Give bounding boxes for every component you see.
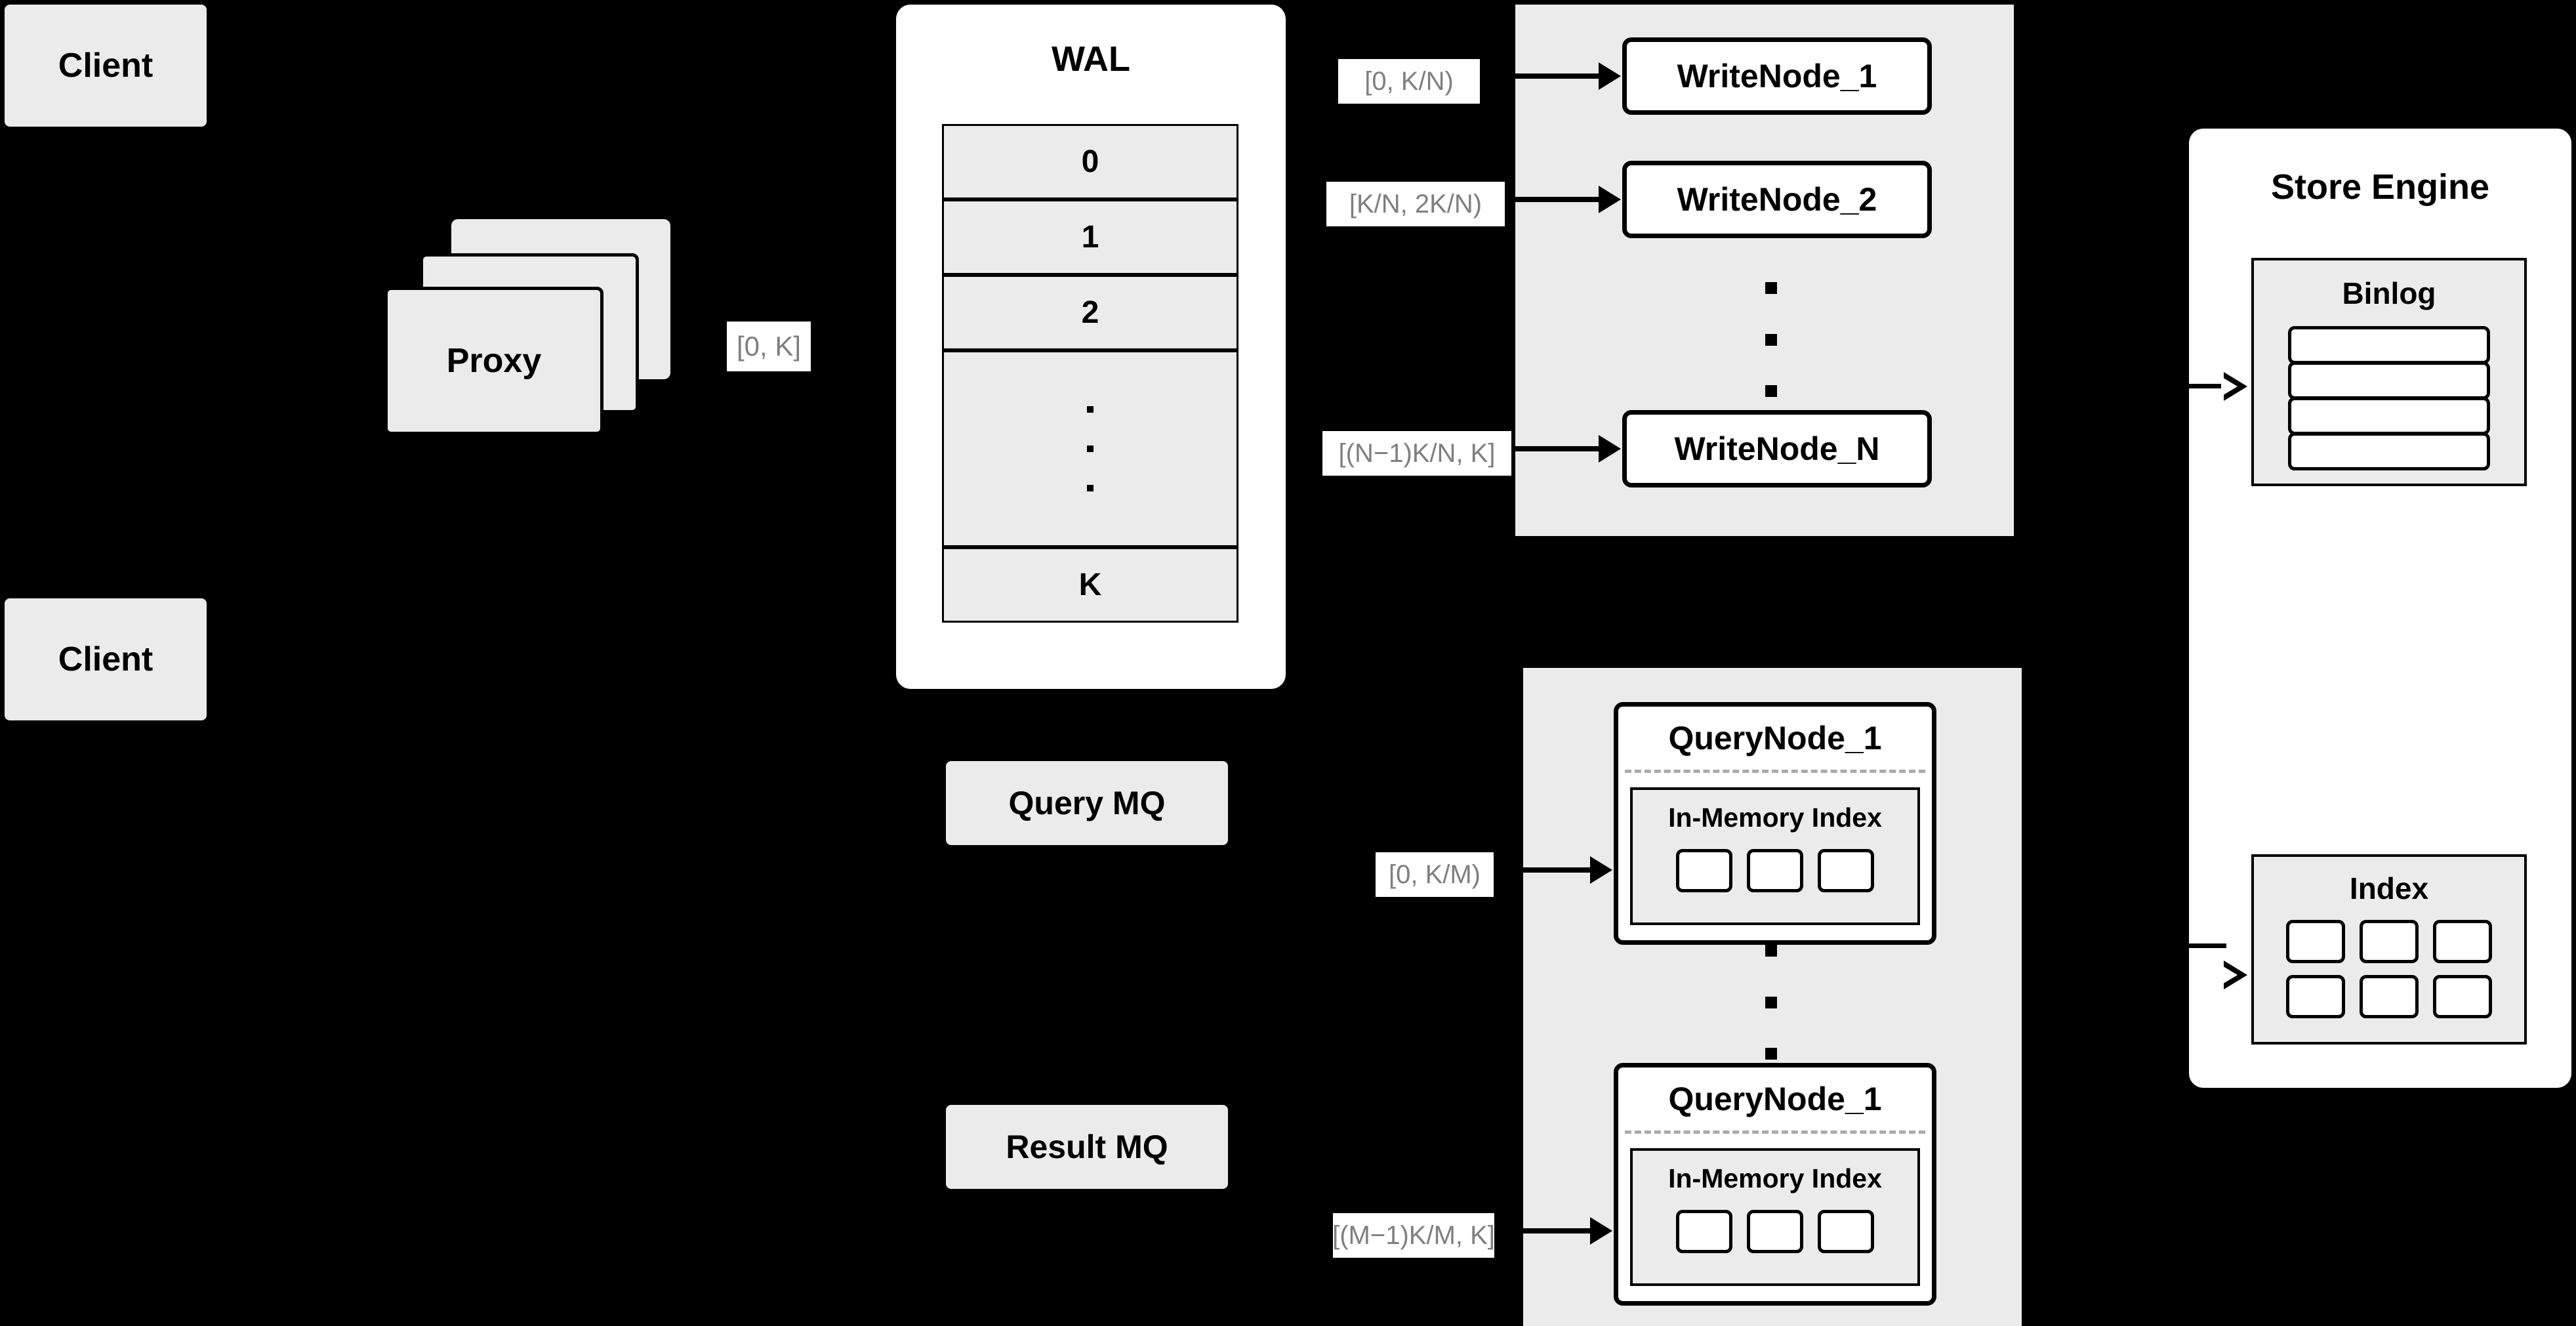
query-node-m-range-label: [(M−1)K/M, K]	[1332, 1213, 1495, 1258]
write-node-1-range-label: [0, K/N)	[1338, 59, 1480, 104]
write-node-n-arrow-head	[1599, 435, 1621, 463]
write-group-vertical-ellipsis	[1765, 282, 1778, 397]
in-memory-index-title: In-Memory Index	[1668, 802, 1882, 833]
proxy-box[interactable]: Proxy	[384, 287, 603, 435]
store-index-arrow-line	[2163, 943, 2226, 948]
result-mq-label: Result MQ	[1006, 1129, 1168, 1165]
query-mq-label: Query MQ	[1008, 785, 1166, 821]
query-node-1-arrow-head	[1590, 856, 1612, 884]
index-slot	[1747, 1210, 1803, 1253]
write-node-1-arrow-line	[1480, 73, 1599, 79]
store-index-slot	[2286, 975, 2345, 1018]
store-index-slot	[2360, 920, 2419, 963]
query-node-1-separator	[1625, 770, 1925, 773]
query-node-1-label-wrap: QueryNode_1	[1668, 720, 1882, 756]
query-node-1-range-label: [0, K/M)	[1376, 852, 1494, 897]
store-index-slot	[2286, 920, 2345, 963]
write-node-n-arrow-line	[1511, 446, 1599, 451]
proxy-range-label: [0, K]	[727, 321, 811, 371]
write-node-label: WriteNode_2	[1677, 181, 1877, 218]
in-memory-index-title: In-Memory Index	[1668, 1163, 1882, 1193]
write-node-label: WriteNode_1	[1677, 58, 1877, 94]
binlog-arrow-head	[2221, 372, 2247, 401]
write-node-2-arrow-line	[1505, 197, 1599, 202]
binlog-box: Binlog	[2251, 258, 2527, 486]
wal-row: K	[942, 547, 1238, 623]
wal-row: 1	[942, 199, 1238, 275]
binlog-row	[2288, 326, 2490, 364]
query-node-1-in-memory-index: In-Memory Index	[1630, 787, 1920, 925]
wal-row-ellipsis	[942, 350, 1238, 547]
wal-row: 0	[942, 124, 1238, 199]
binlog-row	[2288, 432, 2490, 470]
wal-vertical-ellipsis	[1087, 406, 1094, 491]
store-engine-title: Store Engine	[2270, 167, 2490, 207]
client-label: Client	[58, 640, 153, 678]
write-node-2-range-label: [K/N, 2K/N)	[1326, 182, 1505, 226]
write-node-n[interactable]: WriteNode_N	[1622, 410, 1932, 487]
write-node-2-arrow-head	[1599, 186, 1621, 213]
write-node-2[interactable]: WriteNode_2	[1622, 161, 1932, 238]
index-slot	[1818, 1210, 1874, 1253]
store-index-slot	[2433, 920, 2492, 963]
index-slot	[1676, 1210, 1732, 1253]
store-index-arrow-head	[2221, 961, 2247, 989]
binlog-row	[2288, 362, 2490, 400]
query-node-m-separator	[1625, 1130, 1925, 1134]
index-slot	[1818, 849, 1874, 892]
store-index-slot	[2360, 975, 2419, 1018]
client-box-1[interactable]: Client	[5, 5, 207, 127]
query-node-m[interactable]: QueryNode_1 In-Memory Index	[1614, 1063, 1936, 1306]
index-slot	[1676, 849, 1732, 892]
query-node-m-label-wrap: QueryNode_1	[1668, 1081, 1882, 1117]
binlog-arrow-line	[2163, 384, 2226, 388]
proxy-label: Proxy	[446, 342, 542, 380]
store-index-title: Index	[2349, 871, 2429, 905]
write-node-1[interactable]: WriteNode_1	[1622, 37, 1932, 115]
query-node-1[interactable]: QueryNode_1 In-Memory Index	[1614, 702, 1936, 945]
query-node-m-arrow-line	[1494, 1228, 1591, 1233]
query-node-m-arrow-head	[1590, 1217, 1612, 1245]
wal-row: 2	[942, 275, 1238, 350]
query-node-m-in-memory-index: In-Memory Index	[1630, 1148, 1920, 1286]
query-mq-box[interactable]: Query MQ	[946, 761, 1228, 845]
write-node-label: WriteNode_N	[1674, 430, 1880, 467]
client-box-2[interactable]: Client	[5, 598, 207, 720]
query-node-1-arrow-line	[1494, 867, 1591, 873]
query-group-vertical-ellipsis	[1765, 945, 1778, 1060]
result-mq-box[interactable]: Result MQ	[946, 1105, 1228, 1189]
wal-title: WAL	[1052, 39, 1130, 79]
write-node-n-range-label: [(N−1)K/N, K]	[1322, 431, 1511, 476]
store-index-box: Index	[2251, 854, 2527, 1045]
index-slot	[1747, 849, 1803, 892]
binlog-row	[2288, 397, 2490, 435]
write-node-1-arrow-head	[1599, 62, 1621, 90]
binlog-title: Binlog	[2342, 276, 2436, 310]
store-index-slot	[2433, 975, 2492, 1018]
client-label: Client	[58, 47, 153, 85]
